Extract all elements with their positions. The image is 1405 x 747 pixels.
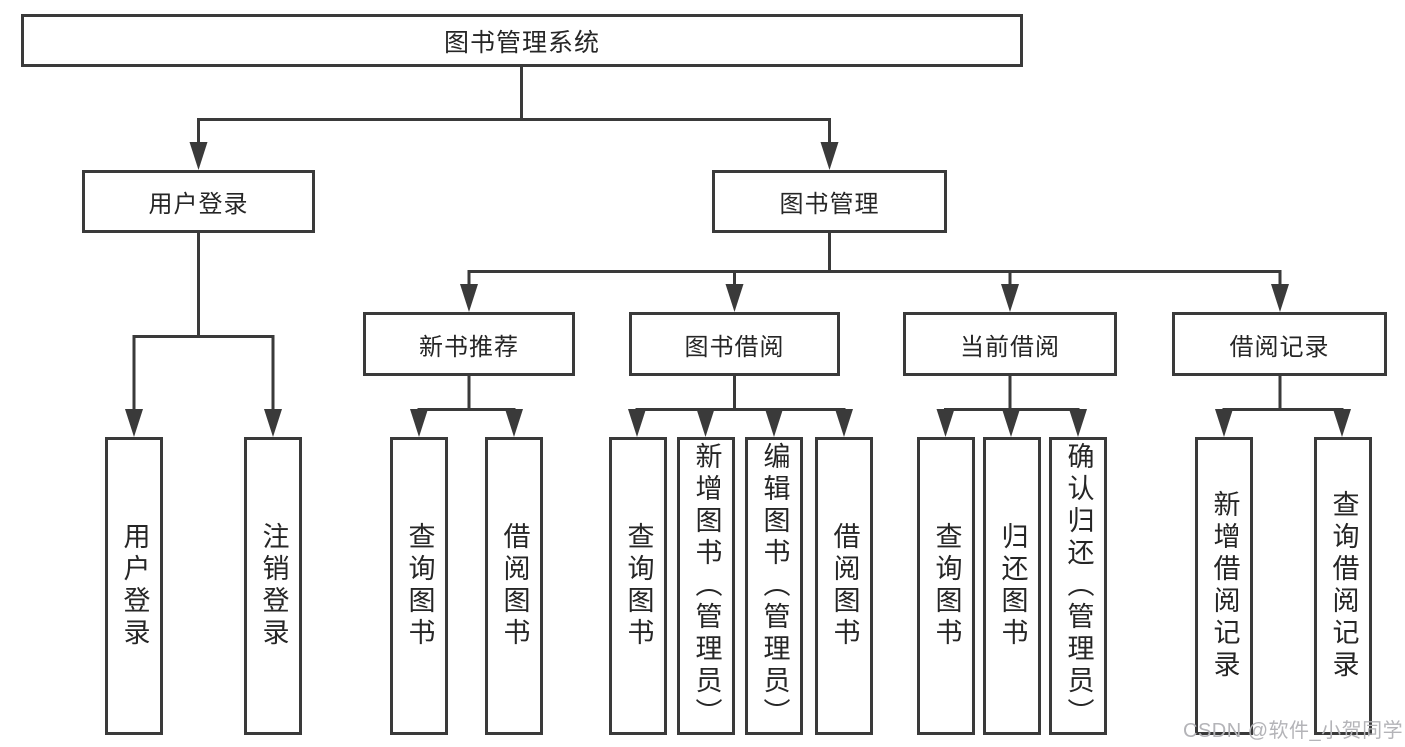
- leaf-user-login: 用户登录: [105, 437, 163, 735]
- arrowhead-cur-borrow: [1001, 284, 1019, 312]
- arrowhead-add-record: [1215, 409, 1233, 437]
- node-root-label: 图书管理系统: [443, 28, 600, 57]
- node-root: 图书管理系统: [21, 14, 1023, 67]
- leaf-query-books-3: 查询图书: [917, 437, 975, 735]
- leaf-borrow-books-1: 借阅图书: [485, 437, 543, 735]
- arrowhead-query-book-1: [410, 409, 428, 437]
- arrowhead-book-mgmt: [820, 142, 839, 170]
- arrowhead-borrow-book-1: [505, 409, 523, 437]
- node-current-borrowing: 当前借阅: [903, 312, 1117, 376]
- leaf-confirm-return-admin-label: 确认归还（管理员）: [1063, 442, 1094, 730]
- node-book-management: 图书管理: [712, 170, 947, 233]
- leaf-query-borrow-record-label: 查询借阅记录: [1328, 490, 1359, 682]
- csdn-watermark: CSDN @软件_小贺同学: [1183, 720, 1404, 742]
- node-user-login-label: 用户登录: [148, 191, 249, 218]
- leaf-edit-books-admin: 编辑图书（管理员）: [745, 437, 803, 735]
- arrowhead-borrow-book-2: [835, 409, 853, 437]
- leaf-query-books-1-label: 查询图书: [404, 522, 435, 650]
- leaf-logout: 注销登录: [244, 437, 302, 735]
- node-new-book-recommend: 新书推荐: [363, 312, 575, 376]
- leaf-borrow-books-2-label: 借阅图书: [829, 522, 860, 650]
- leaf-add-books-admin: 新增图书（管理员）: [677, 437, 735, 735]
- leaf-confirm-return-admin: 确认归还（管理员）: [1049, 437, 1107, 735]
- leaf-edit-books-admin-label: 编辑图书（管理员）: [759, 442, 790, 730]
- node-borrowing-records: 借阅记录: [1172, 312, 1387, 376]
- node-borrowing-records-label: 借阅记录: [1229, 333, 1330, 361]
- leaf-add-borrow-record-label: 新增借阅记录: [1209, 490, 1240, 682]
- leaf-return-books-label: 归还图书: [997, 522, 1028, 650]
- leaf-logout-label: 注销登录: [258, 522, 289, 650]
- node-user-login: 用户登录: [82, 170, 315, 233]
- arrowhead-confirm-return: [1069, 409, 1087, 437]
- leaf-borrow-books-2: 借阅图书: [815, 437, 873, 735]
- arrowhead-new-book-rec: [460, 284, 478, 312]
- leaf-return-books: 归还图书: [983, 437, 1041, 735]
- leaf-query-books-2: 查询图书: [609, 437, 667, 735]
- arrowhead-user-login: [189, 142, 208, 170]
- node-new-book-recommend-label: 新书推荐: [419, 333, 519, 361]
- arrowhead-query-record: [1333, 409, 1351, 437]
- node-book-borrowing: 图书借阅: [629, 312, 840, 376]
- arrowhead-leaf-logout: [264, 409, 282, 437]
- leaf-borrow-books-1-label: 借阅图书: [499, 522, 530, 650]
- node-current-borrowing-label: 当前借阅: [960, 333, 1060, 361]
- leaf-query-books-2-label: 查询图书: [623, 522, 654, 650]
- arrowhead-add-book: [696, 409, 715, 437]
- leaf-user-login-label: 用户登录: [119, 522, 150, 650]
- node-book-management-label: 图书管理: [779, 191, 880, 218]
- arrowhead-borrow-rec: [1271, 284, 1289, 312]
- leaf-add-books-admin-label: 新增图书（管理员）: [691, 442, 722, 730]
- leaf-add-borrow-record: 新增借阅记录: [1195, 437, 1253, 735]
- arrowhead-leaf-user-login: [125, 409, 143, 437]
- arrowhead-book-borrow: [725, 284, 744, 312]
- leaf-query-borrow-record: 查询借阅记录: [1314, 437, 1372, 735]
- arrowhead-query-book-2: [628, 409, 646, 437]
- arrowhead-edit-book: [765, 409, 783, 437]
- leaf-query-books-1: 查询图书: [390, 437, 448, 735]
- leaf-query-books-3-label: 查询图书: [931, 522, 962, 650]
- arrowhead-return-book: [1002, 409, 1020, 437]
- node-book-borrowing-label: 图书借阅: [684, 333, 785, 361]
- arrowhead-query-book-3: [936, 409, 955, 437]
